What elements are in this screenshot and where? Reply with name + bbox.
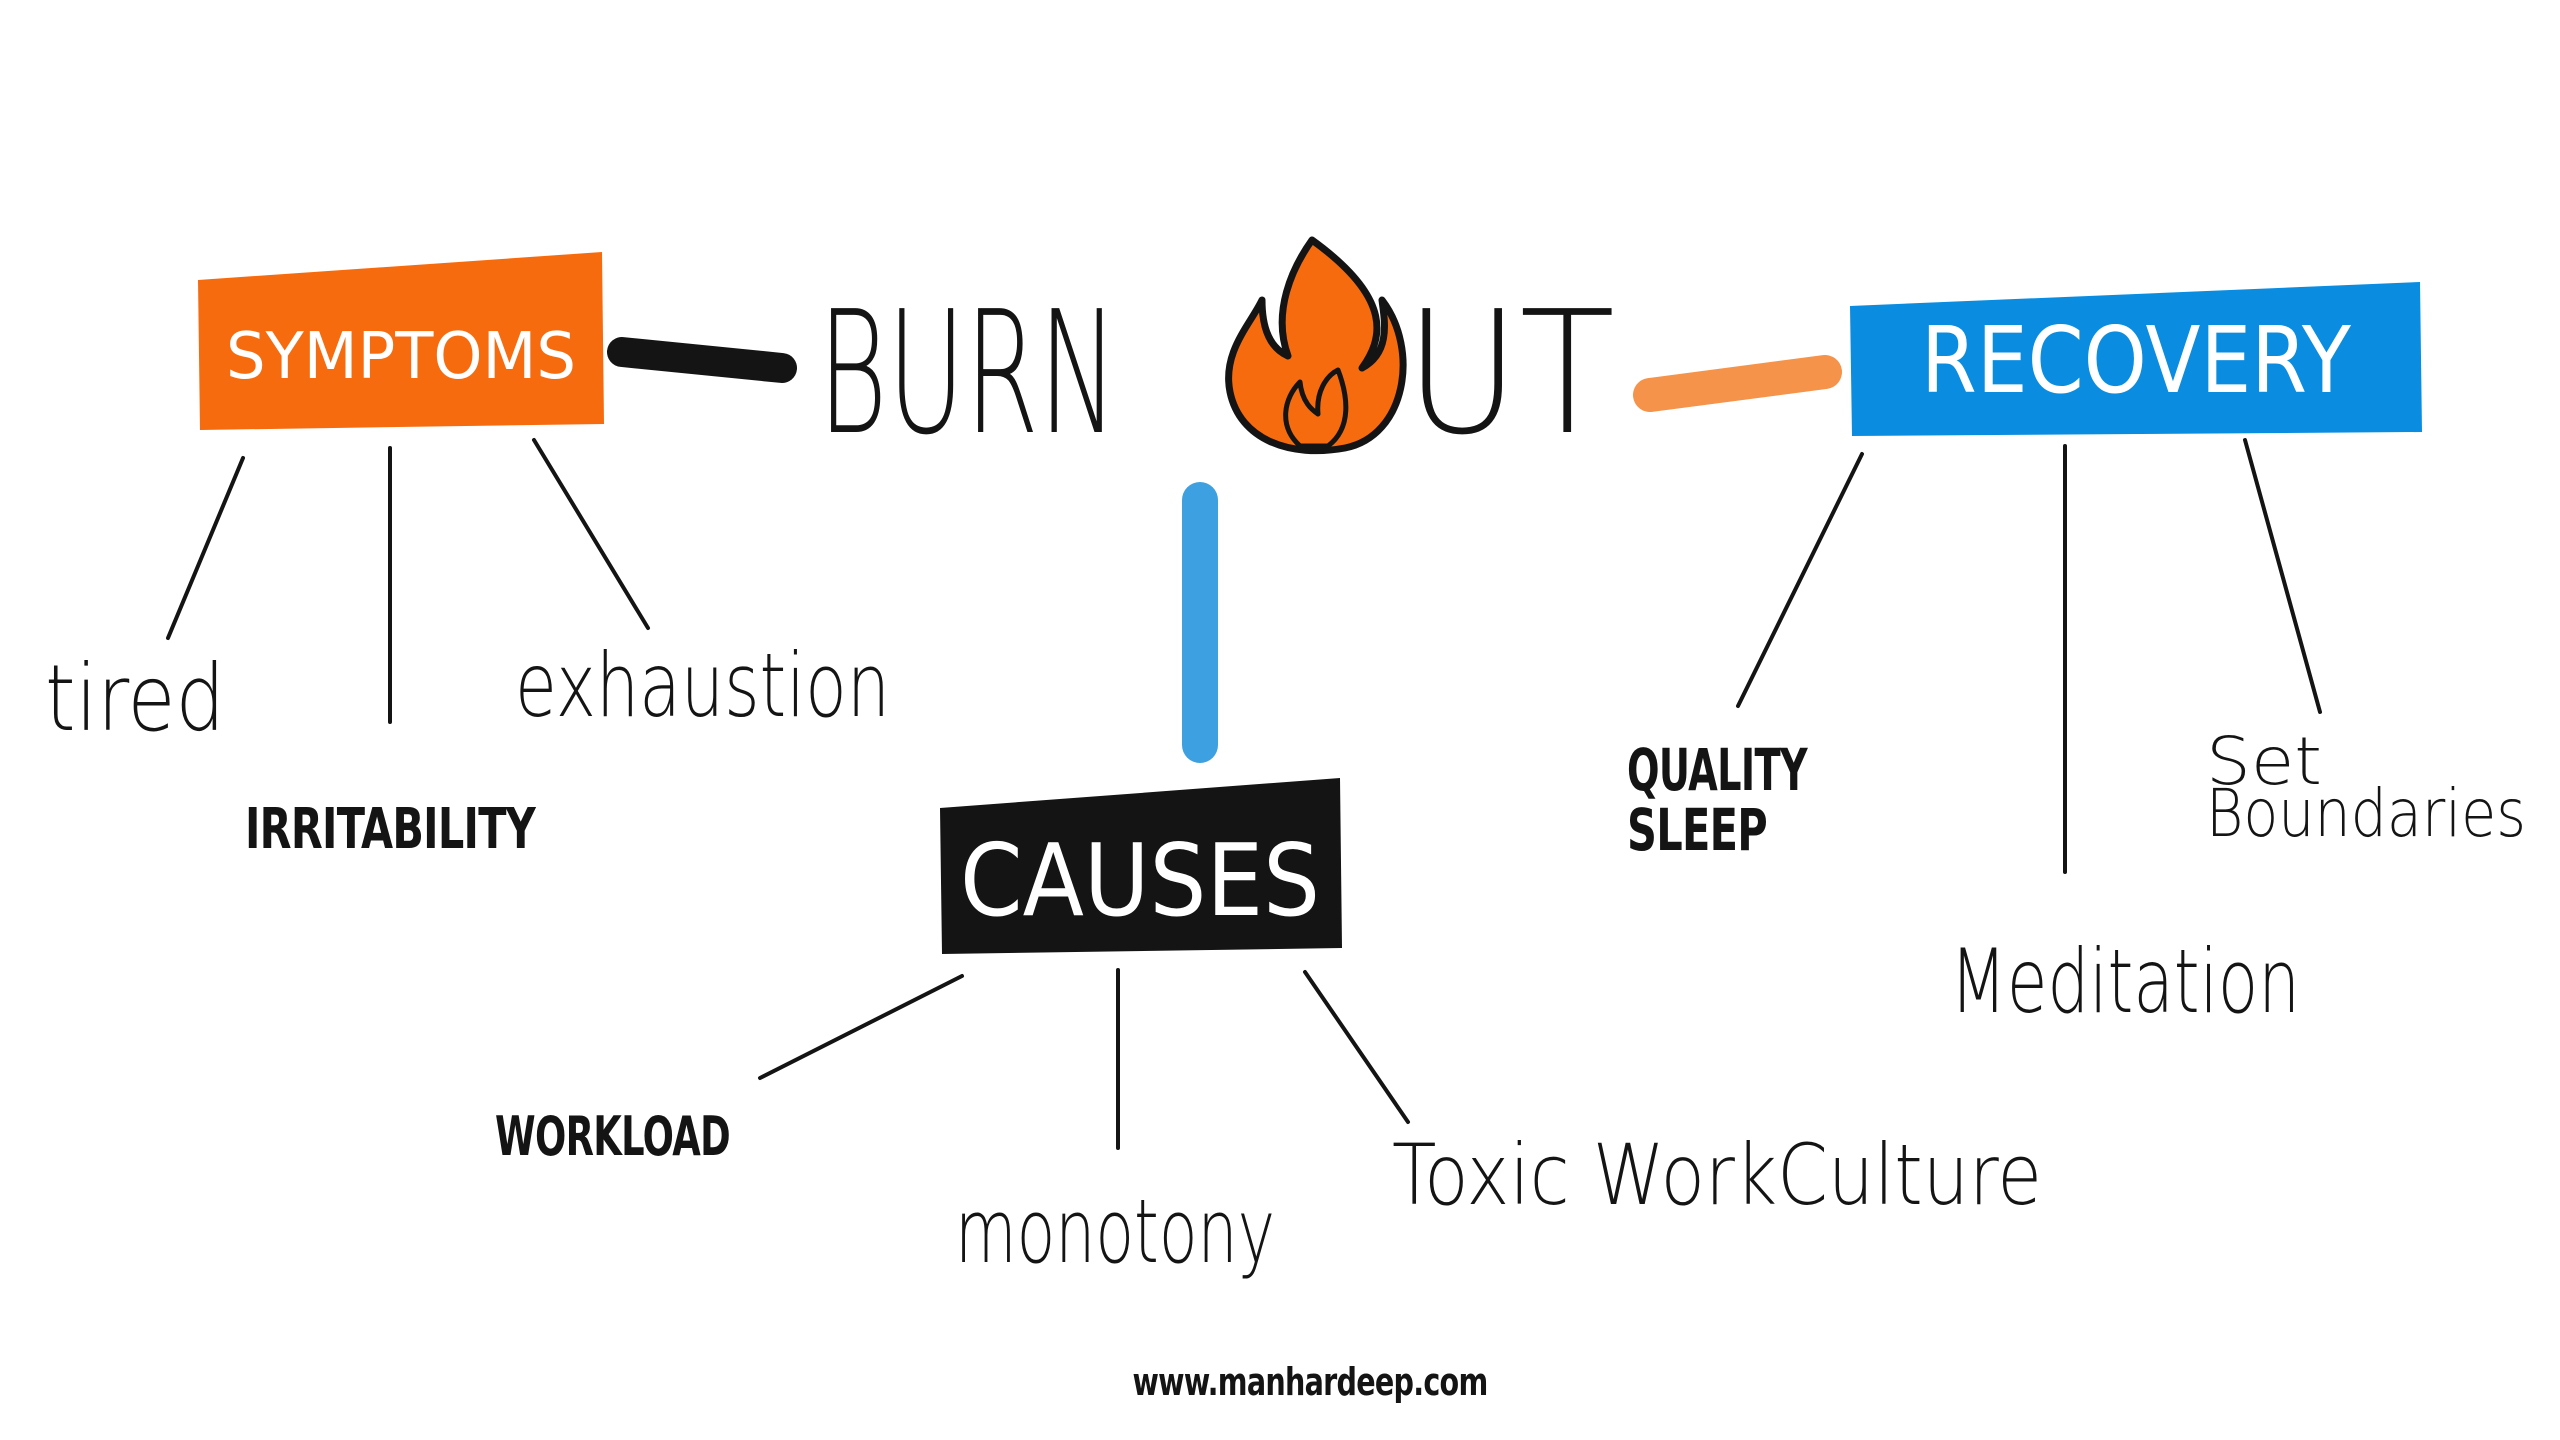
symptom-item-tired: tired (45, 645, 225, 752)
symptom-item-irritability: IRRITABILITY (245, 797, 537, 862)
flame-icon (1225, 236, 1407, 455)
recovery-item-meditation: Meditation (1950, 930, 2300, 1033)
recovery-branch-boundaries (2243, 438, 2322, 714)
quality-sleep-line-2: SLEEP (1627, 796, 1767, 864)
causes-box (940, 778, 1342, 954)
symptoms-connector (607, 337, 797, 383)
causes-branch-toxic (1303, 970, 1410, 1124)
footer-url: www.manhardeep.com (1133, 1360, 1488, 1404)
symptoms-branch-exhaustion (532, 438, 650, 630)
burnout-title-prefix: BURN (818, 275, 1118, 473)
boundaries-line-1: Set (2206, 723, 2322, 800)
symptoms-box (198, 252, 604, 430)
recovery-item-quality-sleep: QUALITY SLEEP (1627, 736, 1809, 864)
causes-branch-workload (758, 974, 964, 1080)
recovery-box (1850, 282, 2422, 436)
recovery-branch-sleep (1736, 452, 1864, 708)
symptoms-branch-tired (166, 456, 245, 640)
boundaries-line-2: Boundaries (2206, 775, 2526, 852)
recovery-connector (1633, 355, 1842, 412)
causes-label: CAUSES (960, 822, 1320, 939)
quality-sleep-line-1: QUALITY (1627, 736, 1808, 804)
recovery-label: RECOVERY (1921, 307, 2352, 414)
cause-item-workload: WORKLOAD (495, 1105, 730, 1168)
symptoms-label: SYMPTOMS (226, 320, 576, 394)
cause-item-toxic-workculture: Toxic WorkCulture (1392, 1126, 2042, 1224)
burnout-title-suffix: UT (1405, 275, 1615, 473)
recovery-item-set-boundaries: Set Boundaries (2206, 723, 2526, 852)
cause-item-monotony: monotony (955, 1180, 1275, 1283)
symptom-item-exhaustion: exhaustion (515, 634, 890, 737)
